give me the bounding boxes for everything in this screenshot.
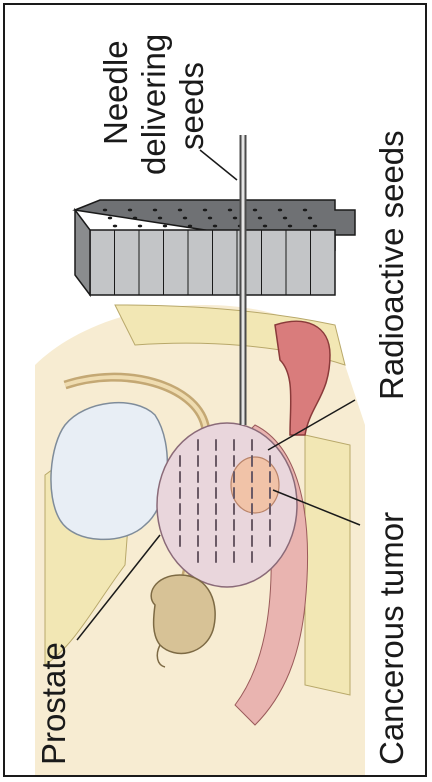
bladder [151,575,215,653]
template-hole [253,209,257,212]
template-hole [203,209,207,212]
template-hole [303,209,307,212]
figure-frame: Needle delivering seeds Radioactive seed… [3,3,427,777]
needle-label-line2: delivering [135,34,172,175]
template-hole [208,217,212,220]
template-hole [153,209,157,212]
template-hole [288,225,292,228]
template-hole [103,209,107,212]
needle-label-line3: seeds [173,62,210,150]
template-hole [283,217,287,220]
brachytherapy-illustration: Needle delivering seeds Radioactive seed… [5,5,425,775]
pubic-bone [51,403,167,540]
template-hole [308,217,312,220]
prostate-gland [157,423,297,587]
template-hole [213,225,217,228]
template-hole [113,225,117,228]
template-grid-icon [75,200,355,295]
template-hole [183,217,187,220]
template-hole [108,217,112,220]
cancerous-tumor-label: Cancerous tumor [373,512,410,765]
template-hole [128,209,132,212]
needle-label-line1: Needle [97,40,134,145]
template-hole [138,225,142,228]
template-hole [228,209,232,212]
template-hole [158,217,162,220]
template-hole [178,209,182,212]
template-hole [163,225,167,228]
needle-leader-line [200,150,237,180]
template-hole [278,209,282,212]
template-hole [133,217,137,220]
fat-tissue-right [305,435,350,695]
template-hole [263,225,267,228]
radioactive-seeds-label: Radioactive seeds [373,130,410,400]
template-hole [313,225,317,228]
prostate-label: Prostate [35,642,72,765]
tumor [231,457,279,513]
template-hole [258,217,262,220]
template-hole [233,217,237,220]
template-hole [188,225,192,228]
